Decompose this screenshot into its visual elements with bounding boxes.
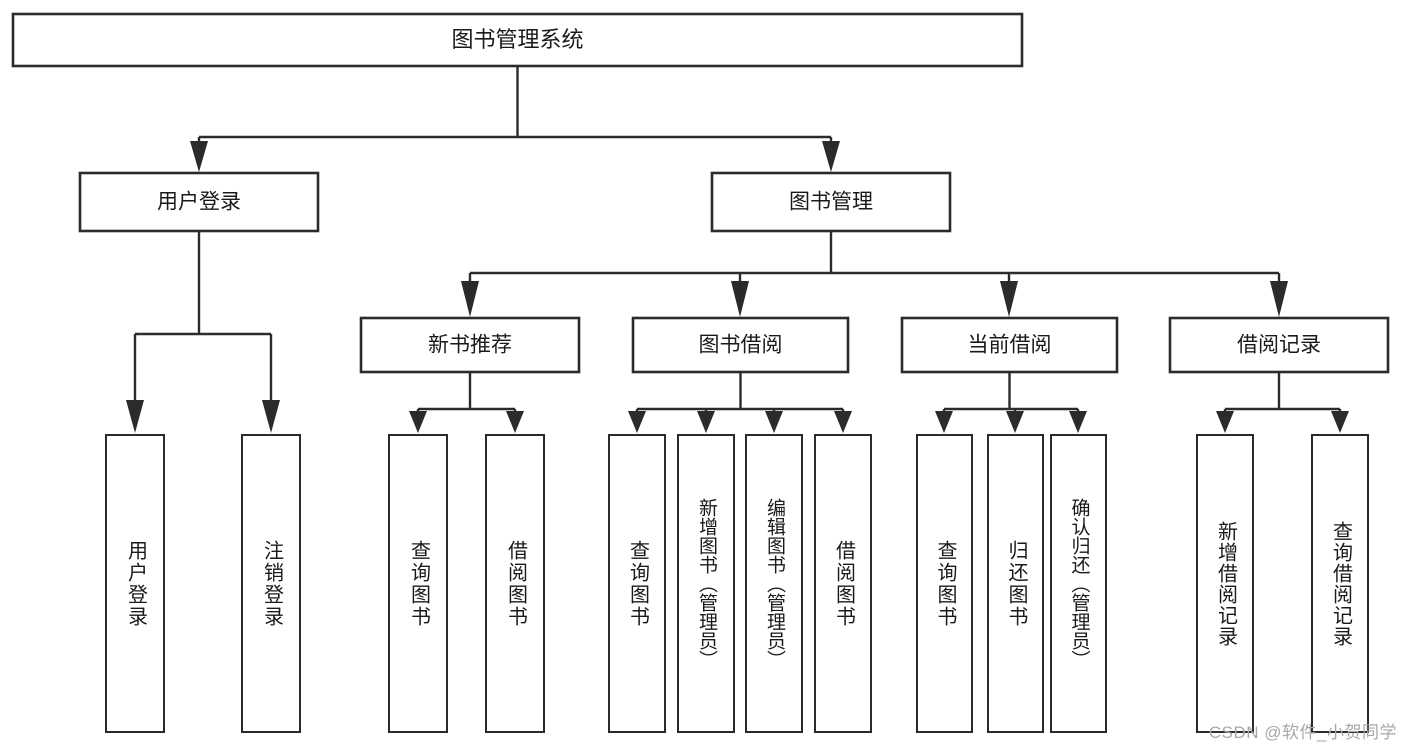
leaf-label-return-book: 归还图书 <box>1005 539 1027 628</box>
node-label-new-book-recommend: 新书推荐 <box>428 334 512 357</box>
arrow-user-login <box>190 141 208 172</box>
arrow-new-book-recommend <box>461 281 479 317</box>
arrow-user-login-do <box>126 400 144 433</box>
leaf-label-query-borrow-record: 查询借阅记录 <box>1329 520 1352 647</box>
node-box-new-book-recommend[interactable] <box>359 316 581 374</box>
arrow-query-book-2 <box>628 411 646 433</box>
leaf-box-query-book-1[interactable]: 查询图书 <box>388 434 448 733</box>
node-label-book-management: 图书管理 <box>789 191 873 214</box>
leaf-box-user-logout[interactable]: 注销登录 <box>241 434 301 733</box>
arrow-edit-book-admin <box>765 411 783 433</box>
leaf-box-borrow-book-1[interactable]: 借阅图书 <box>485 434 545 733</box>
leaf-box-borrow-book-2[interactable]: 借阅图书 <box>814 434 872 733</box>
arrow-user-logout <box>262 400 280 433</box>
arrow-borrow-book-2 <box>834 411 852 433</box>
node-label-current-borrow: 当前借阅 <box>968 334 1052 357</box>
leaf-box-confirm-return-admin[interactable]: 确认归还（管理员） <box>1050 434 1107 733</box>
leaf-box-return-book[interactable]: 归还图书 <box>987 434 1044 733</box>
arrow-add-borrow-record <box>1216 411 1234 433</box>
leaf-box-query-borrow-record[interactable]: 查询借阅记录 <box>1311 434 1369 733</box>
arrow-book-borrow <box>731 281 749 317</box>
leaf-label-edit-book-admin: 编辑图书（管理员） <box>763 498 785 669</box>
arrow-current-borrow <box>1000 281 1018 317</box>
leaf-label-borrow-book-1: 借阅图书 <box>504 539 527 628</box>
leaf-label-borrow-book-2: 借阅图书 <box>832 539 855 628</box>
leaf-box-edit-book-admin[interactable]: 编辑图书（管理员） <box>745 434 803 733</box>
leaf-label-add-borrow-record: 新增借阅记录 <box>1214 520 1237 647</box>
leaf-box-user-login-do[interactable]: 用户登录 <box>105 434 165 733</box>
arrow-confirm-return-admin <box>1069 411 1087 433</box>
arrow-borrow-book-1 <box>506 411 524 433</box>
leaf-label-user-login-do: 用户登录 <box>124 539 147 628</box>
node-label-borrow-record: 借阅记录 <box>1237 334 1321 357</box>
arrow-add-book-admin <box>697 411 715 433</box>
leaf-label-add-book-admin: 新增图书（管理员） <box>695 498 717 669</box>
arrow-book-management <box>822 141 840 172</box>
leaf-box-query-book-2[interactable]: 查询图书 <box>608 434 666 733</box>
node-label-root: 图书管理系统 <box>451 27 583 52</box>
node-box-book-borrow[interactable] <box>631 316 850 374</box>
arrow-query-borrow-record <box>1331 411 1349 433</box>
leaf-label-query-book-1: 查询图书 <box>407 539 430 628</box>
leaf-box-query-book-3[interactable]: 查询图书 <box>916 434 973 733</box>
arrow-borrow-record <box>1270 281 1288 317</box>
leaf-label-query-book-3: 查询图书 <box>934 539 956 628</box>
leaf-box-add-borrow-record[interactable]: 新增借阅记录 <box>1196 434 1254 733</box>
node-label-book-borrow: 图书借阅 <box>699 334 783 357</box>
watermark-text: CSDN @软件_小贺同学 <box>1208 723 1397 742</box>
leaf-label-confirm-return-admin: 确认归还（管理员） <box>1068 498 1090 669</box>
arrow-query-book-3 <box>935 411 953 433</box>
node-box-book-management[interactable] <box>710 171 952 233</box>
arrow-query-book-1 <box>409 411 427 433</box>
node-box-borrow-record[interactable] <box>1168 316 1390 374</box>
arrow-return-book <box>1006 411 1024 433</box>
node-label-user-login: 用户登录 <box>157 191 241 214</box>
leaf-label-user-logout: 注销登录 <box>260 539 283 628</box>
leaf-label-query-book-2: 查询图书 <box>626 539 649 628</box>
leaf-box-add-book-admin[interactable]: 新增图书（管理员） <box>677 434 735 733</box>
node-box-root[interactable] <box>11 12 1024 68</box>
